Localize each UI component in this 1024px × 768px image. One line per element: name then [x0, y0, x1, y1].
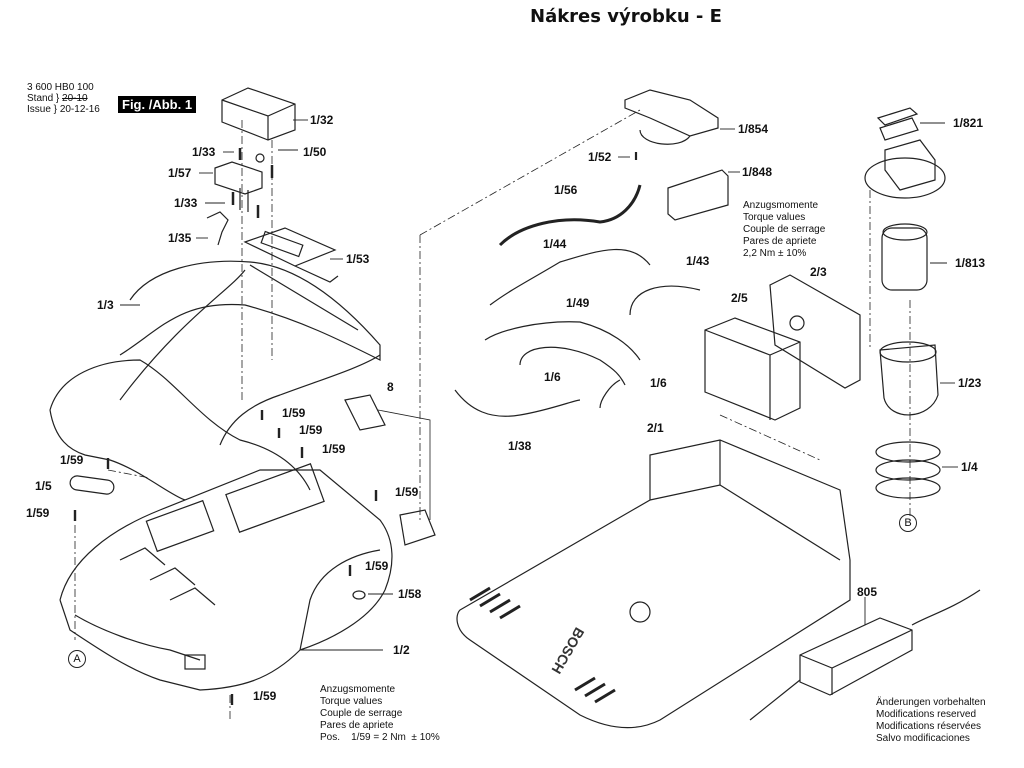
reference-marker-a: A — [68, 650, 86, 668]
springs-part — [231, 148, 274, 218]
part-label: 1/33 — [174, 196, 198, 210]
part-number: 3 600 HB0 100 — [27, 82, 94, 93]
decal-panel-part-2 — [399, 509, 436, 546]
decal-panel-part — [344, 394, 386, 431]
brand-logo: BOSCH — [548, 625, 587, 677]
part-label: 1/49 — [566, 296, 590, 310]
part-label: 2/1 — [647, 421, 664, 435]
part-label: 1/44 — [543, 237, 567, 251]
part-label: 1/53 — [346, 252, 370, 266]
assembly-guides — [74, 109, 911, 720]
display-plate-part — [243, 227, 339, 283]
part-label: 2/5 — [731, 291, 748, 305]
cable-harness-part — [454, 184, 701, 417]
part-label: 1/59 — [253, 689, 277, 703]
part-label: 1/3 — [97, 298, 114, 312]
part-label: 1/59 — [299, 423, 323, 437]
part-label: 1/6 — [650, 376, 667, 390]
part-label: 1/23 — [958, 376, 982, 390]
part-label: 1/59 — [60, 453, 84, 467]
antenna-module-part — [624, 89, 719, 160]
part-label: 1/52 — [588, 150, 612, 164]
stand-row: Stand } 20-10 — [27, 93, 88, 104]
issue-row: Issue } 20-12-16 — [27, 104, 100, 115]
part-label: 1/813 — [955, 256, 986, 270]
drawing-header: 3 600 HB0 100 Stand } 20-10 Issue } 20-1… — [27, 82, 100, 115]
motor-assembly-part — [864, 107, 946, 499]
part-label: 1/59 — [322, 442, 346, 456]
part-label: 1/2 — [393, 643, 410, 657]
part-label: 1/4 — [961, 460, 978, 474]
part-label: 1/57 — [168, 166, 192, 180]
keypad-cover-part — [221, 87, 296, 141]
foot-part — [352, 590, 366, 600]
upper-cover-part — [49, 260, 381, 501]
part-label: 1/50 — [303, 145, 327, 159]
modifications-note: Änderungen vorbehalten Modifications res… — [876, 697, 986, 744]
part-label: 1/35 — [168, 231, 192, 245]
pcb-part — [667, 169, 729, 221]
torque-note-bottom: Anzugsmomente Torque values Couple de se… — [320, 684, 440, 743]
part-label: 1/32 — [310, 113, 334, 127]
torque-note-top: Anzugsmomente Torque values Couple de se… — [743, 200, 826, 259]
part-label: 1/821 — [953, 116, 984, 130]
part-label: 805 — [857, 585, 878, 599]
screws-part — [73, 410, 378, 705]
part-label: 1/854 — [738, 122, 769, 136]
stand-label: Stand — [27, 93, 54, 104]
part-label: 1/43 — [686, 254, 710, 268]
button-frame-part — [214, 161, 263, 212]
part-label: 1/59 — [26, 506, 50, 520]
part-label: 1/6 — [544, 370, 561, 384]
part-label: 8 — [387, 380, 394, 394]
power-supply-part — [749, 589, 981, 721]
key-part — [206, 211, 229, 246]
part-label: 1/59 — [282, 406, 306, 420]
part-label: 1/848 — [742, 165, 773, 179]
reference-marker-b: B — [899, 514, 917, 532]
stand-value: 20-10 — [62, 93, 88, 104]
docking-station-part — [456, 439, 851, 729]
part-label: 1/5 — [35, 479, 52, 493]
leader-lines — [120, 119, 958, 651]
badge-part — [69, 475, 115, 495]
chassis-part — [59, 463, 393, 691]
part-label: 1/33 — [192, 145, 216, 159]
part-label: 1/56 — [554, 183, 578, 197]
controller-part — [704, 274, 861, 421]
part-label: 2/3 — [810, 265, 827, 279]
issue-value: 20-12-16 — [59, 104, 100, 115]
part-label: 1/59 — [395, 485, 419, 499]
figure-badge: Fig. /Abb. 1 — [118, 96, 197, 113]
part-label: 1/38 — [508, 439, 532, 453]
part-label: 1/58 — [398, 587, 422, 601]
part-label: 1/59 — [365, 559, 389, 573]
issue-label: Issue — [27, 104, 51, 115]
washer-part — [255, 153, 265, 163]
page-title: Nákres výrobku - E — [530, 6, 722, 27]
